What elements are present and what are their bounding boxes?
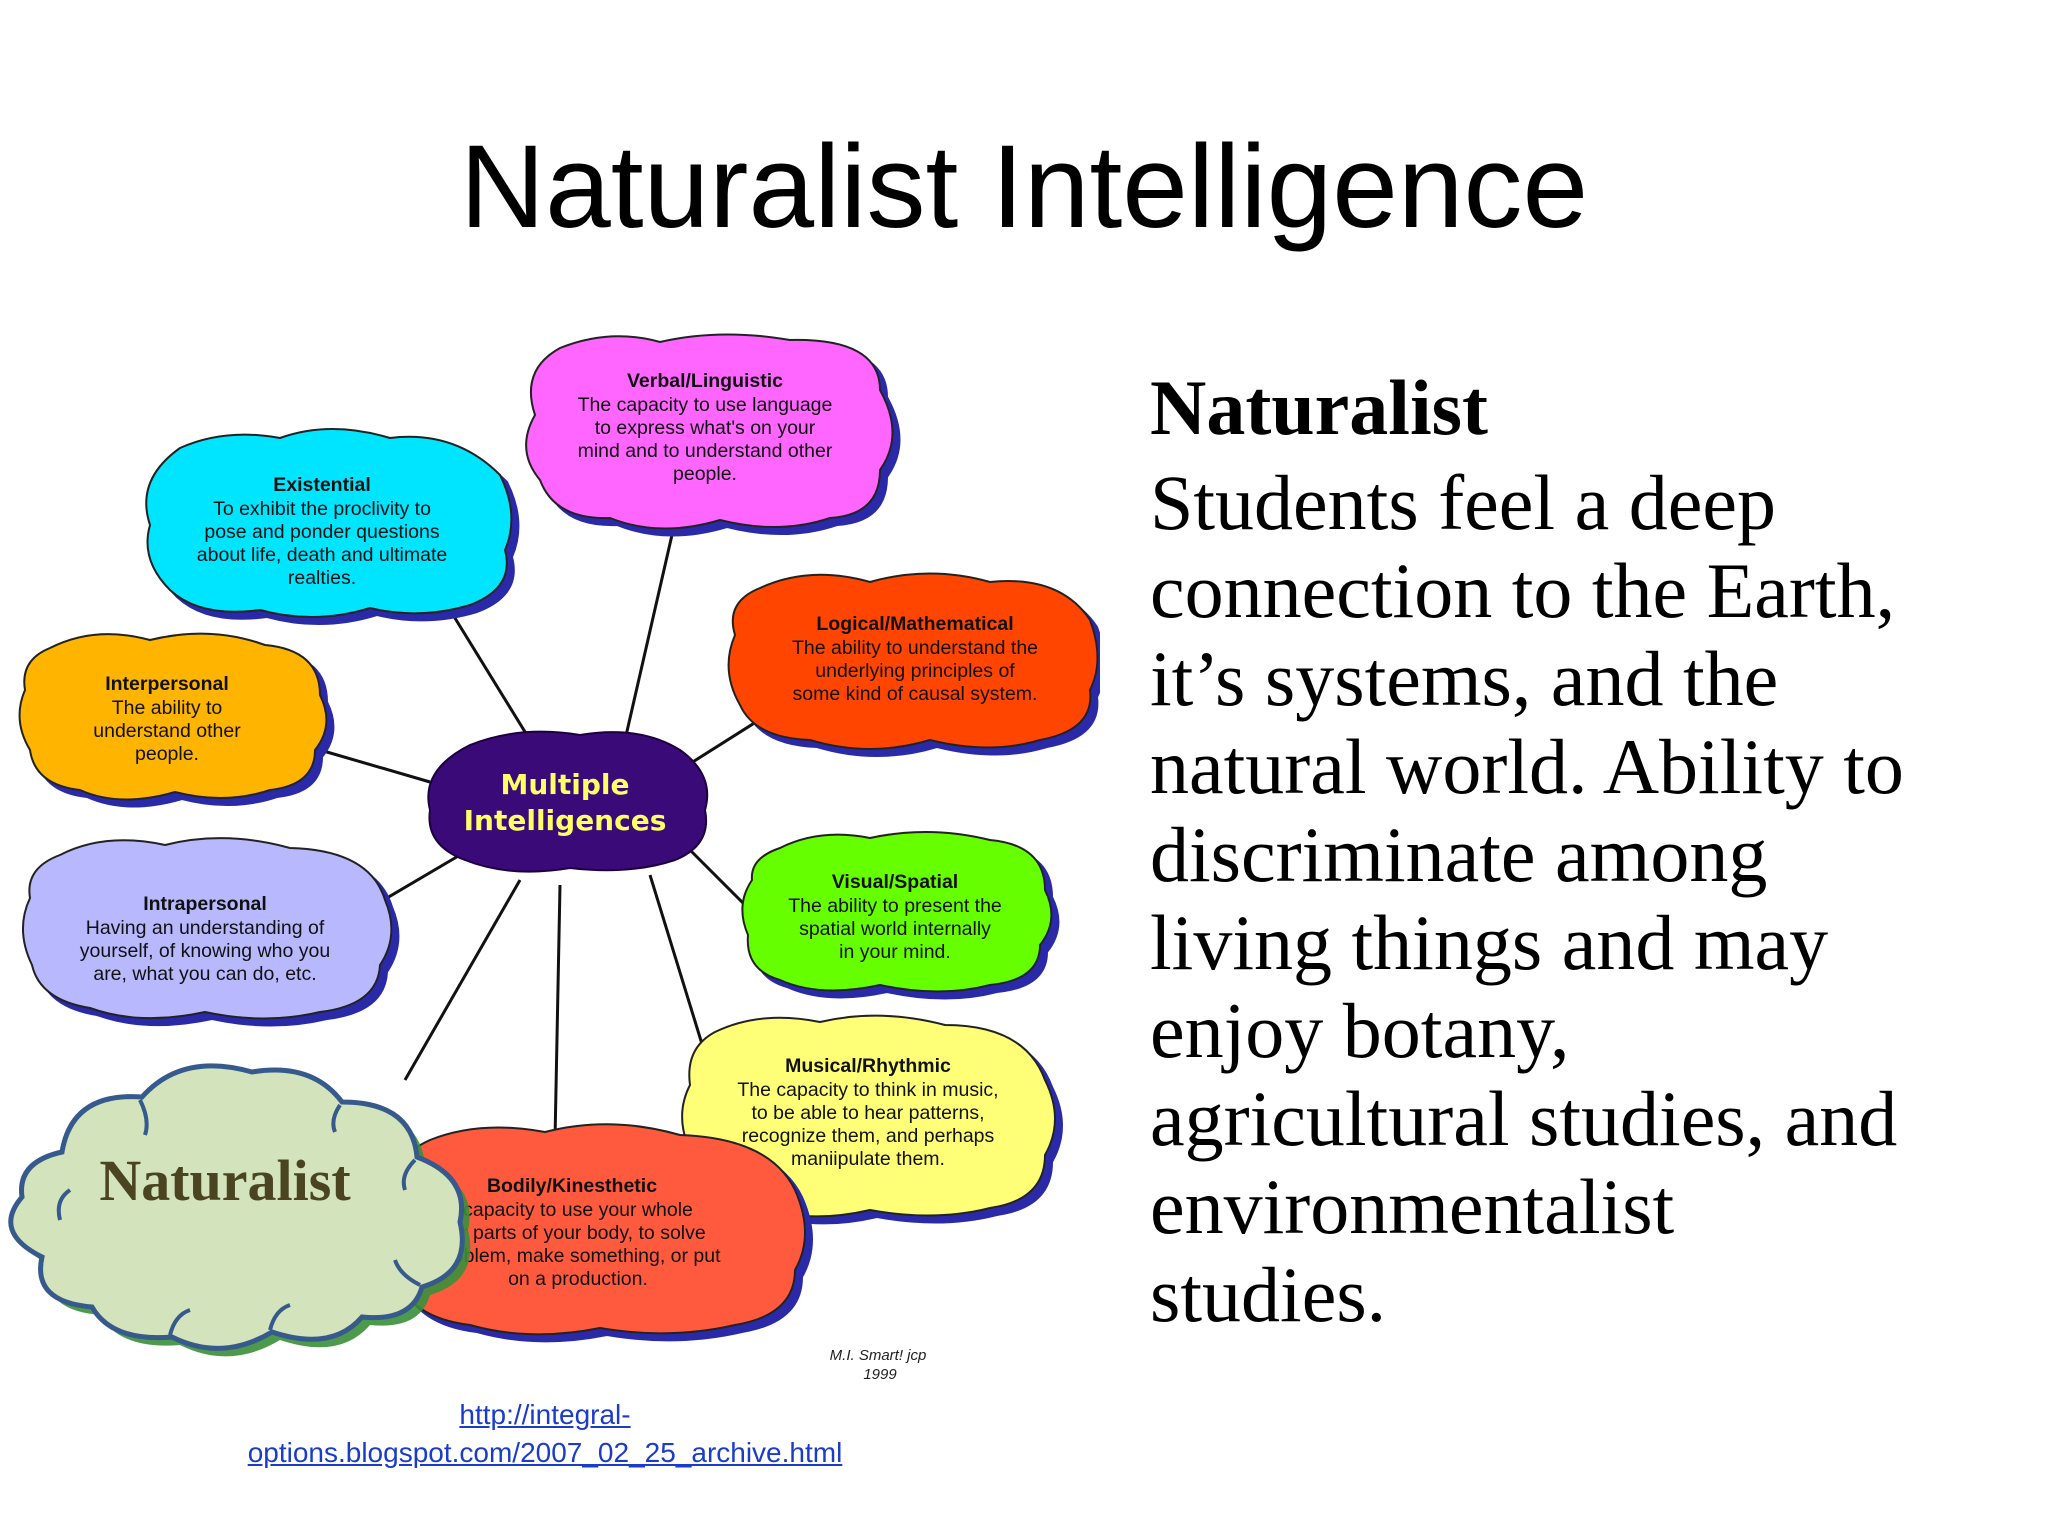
cloud-verbal-line-3: mind and to understand other xyxy=(578,440,833,462)
description-line: studies. xyxy=(1150,1250,1387,1338)
signature-line-1: M.I. Smart! jcp xyxy=(830,1347,927,1364)
description-line: living things and may xyxy=(1150,898,1829,986)
source-link-line-1[interactable]: http://integral- xyxy=(459,1399,631,1430)
multiple-intelligences-diagram: Verbal/Linguistic The capacity to use la… xyxy=(8,333,1099,1380)
cloud-musical-line-3: recognize them, and perhaps xyxy=(742,1125,995,1147)
center-line-1: Multiple xyxy=(500,768,629,801)
cloud-musical-title: Musical/Rhythmic xyxy=(785,1055,951,1077)
description-line: Students feel a deep xyxy=(1150,458,1776,546)
connector-interpersonal xyxy=(319,748,431,784)
cloud-logical-mathematical: Logical/Mathematical The ability to unde… xyxy=(727,572,1099,750)
connector-musical xyxy=(648,874,712,1071)
cloud-interpersonal-line-1: The ability to xyxy=(112,697,223,719)
cloud-verbal-line-4: people. xyxy=(673,463,737,485)
right-text-panel: Naturalist Students feel a deep connecti… xyxy=(1150,365,2040,1339)
naturalist-cloud: Naturalist xyxy=(8,1063,471,1357)
naturalist-cloud-inner-arcs xyxy=(56,1099,421,1336)
cloud-visual-line-1: The ability to present the xyxy=(788,895,1002,917)
cloud-interpersonal-shape xyxy=(18,632,328,801)
naturalist-description: Students feel a deep connection to the E… xyxy=(1150,459,2040,1339)
description-line: it’s systems, and the xyxy=(1150,634,1779,722)
cloud-intrapersonal-line-1: Having an understanding of xyxy=(86,917,325,939)
cloud-logical-line-3: some kind of causal system. xyxy=(793,683,1038,705)
cloud-verbal-line-2: to express what's on your xyxy=(595,417,816,439)
cloud-bodily-line-3: problem, make something, or put xyxy=(435,1245,721,1267)
cloud-logical-line-2: underlying principles of xyxy=(815,660,1015,682)
description-line: agricultural studies, and xyxy=(1150,1074,1898,1162)
diagram-signature: M.I. Smart! jcp 1999 xyxy=(830,1347,927,1380)
description-line: natural world. Ability to xyxy=(1150,722,1904,810)
cloud-bodily-line-2: or parts of your body, to solve xyxy=(450,1222,705,1244)
cloud-bodily-line-4: on a production. xyxy=(508,1268,648,1290)
center-node-shape xyxy=(427,730,709,873)
cloud-visual-shape xyxy=(741,831,1053,993)
cloud-verbal-line-1: The capacity to use language xyxy=(578,394,833,416)
cloud-interpersonal: Interpersonal The ability to understand … xyxy=(18,632,328,801)
cloud-existential-line-1: To exhibit the proclivity to xyxy=(213,498,431,520)
naturalist-heading: Naturalist xyxy=(1150,364,1488,451)
cloud-musical-line-4: maniipulate them. xyxy=(791,1148,945,1170)
center-line-2: Intelligences xyxy=(464,804,667,837)
cloud-logical-line-1: The ability to understand the xyxy=(792,637,1038,659)
connector-lines xyxy=(319,499,776,1141)
cloud-interpersonal-line-3: people. xyxy=(135,743,199,765)
cloud-intrapersonal-line-3: are, what you can do, etc. xyxy=(93,963,316,985)
cloud-bodily-kinesthetic: Bodily/Kinesthetic capacity to use your … xyxy=(383,1123,806,1336)
source-link[interactable]: http://integral- options.blogspot.com/20… xyxy=(200,1396,890,1472)
description-line: discriminate among xyxy=(1150,810,1768,898)
connector-bodily xyxy=(553,884,562,1141)
naturalist-cloud-shape xyxy=(8,1063,465,1351)
connector-intrapersonal xyxy=(374,853,461,907)
cloud-intrapersonal: Intrapersonal Having an understanding of… xyxy=(21,837,393,1020)
cloud-existential-line-2: pose and ponder questions xyxy=(204,521,440,543)
cloud-interpersonal-line-2: understand other xyxy=(93,720,241,742)
source-link-line-2[interactable]: options.blogspot.com/2007_02_25_archive.… xyxy=(247,1437,843,1468)
cloud-visual-line-2: spatial world internally xyxy=(799,918,991,940)
cloud-visual-title: Visual/Spatial xyxy=(832,871,958,893)
cloud-bodily-title: Bodily/Kinesthetic xyxy=(487,1175,657,1197)
cloud-existential-shape xyxy=(145,428,513,619)
cloud-existential-line-4: realties. xyxy=(288,567,356,589)
slide-title: Naturalist Intelligence xyxy=(459,121,1589,253)
connector-naturalist xyxy=(403,879,522,1081)
cloud-intrapersonal-line-2: yourself, of knowing who you xyxy=(80,940,330,962)
cloud-bodily-line-1: capacity to use your whole xyxy=(463,1199,693,1221)
connector-existential xyxy=(448,609,532,741)
cloud-musical-line-2: to be able to hear patterns, xyxy=(751,1102,984,1124)
signature-line-2: 1999 xyxy=(863,1366,897,1380)
cloud-verbal-linguistic: Verbal/Linguistic The capacity to use la… xyxy=(525,333,894,530)
cloud-verbal-shape xyxy=(525,333,894,530)
cloud-existential: Existential To exhibit the proclivity to… xyxy=(145,428,513,619)
connector-verbal xyxy=(623,499,682,741)
cloud-intrapersonal-shape xyxy=(21,837,393,1020)
description-line: environmentalist xyxy=(1150,1162,1675,1250)
cloud-musical-line-1: The capacity to think in music, xyxy=(737,1079,998,1101)
cloud-existential-title: Existential xyxy=(273,474,371,496)
naturalist-cloud-label: Naturalist xyxy=(99,1148,351,1213)
description-line: connection to the Earth, xyxy=(1150,546,1896,634)
cloud-verbal-title: Verbal/Linguistic xyxy=(627,370,783,392)
description-line: enjoy botany, xyxy=(1150,986,1570,1074)
cloud-logical-title: Logical/Mathematical xyxy=(816,613,1013,635)
cloud-intrapersonal-title: Intrapersonal xyxy=(143,893,267,915)
cloud-visual-line-3: in your mind. xyxy=(839,941,951,963)
center-node: Multiple Intelligences xyxy=(427,730,709,873)
cloud-interpersonal-title: Interpersonal xyxy=(105,673,229,695)
cloud-visual-spatial: Visual/Spatial The ability to present th… xyxy=(741,831,1053,993)
cloud-logical-shape xyxy=(727,572,1099,750)
cloud-existential-line-3: about life, death and ultimate xyxy=(197,544,447,566)
